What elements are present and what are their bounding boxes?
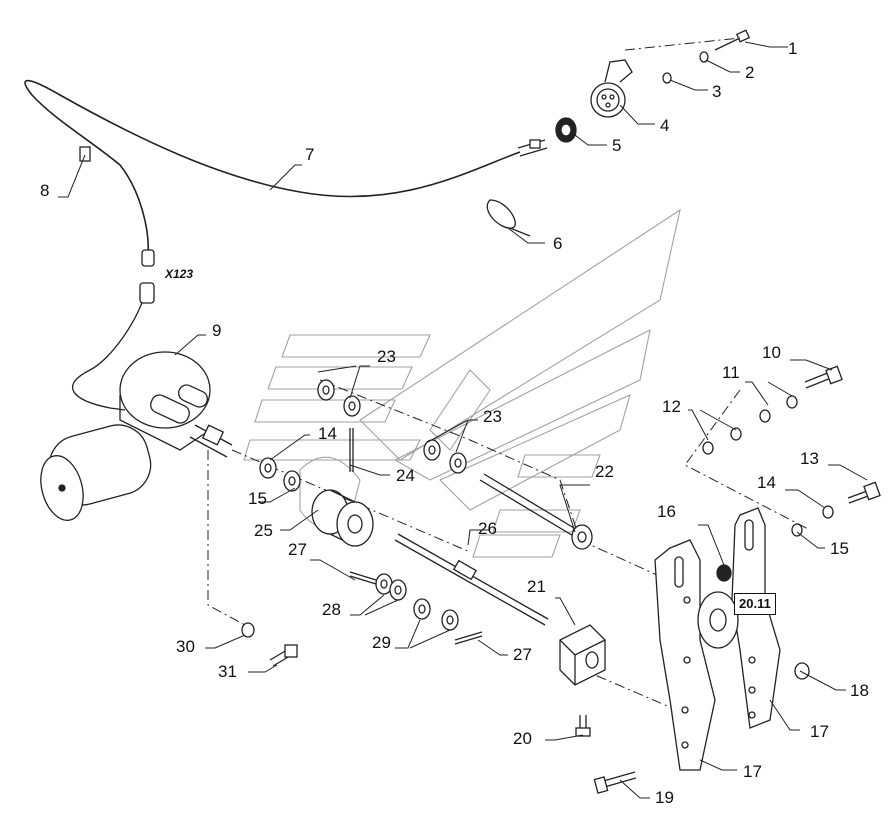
callout-27: 27: [288, 540, 307, 559]
cable-tie: [486, 199, 516, 229]
callout-20: 20: [513, 729, 532, 748]
threaded-block: [559, 624, 606, 686]
callout-28: 28: [322, 600, 341, 619]
callout-16: 16: [657, 502, 676, 521]
rotary-switch: [590, 59, 633, 118]
callout-11: 11: [722, 363, 740, 382]
callout-3: 3: [712, 82, 722, 101]
coupling: [311, 489, 374, 547]
callout-12: 12: [662, 397, 681, 416]
callout-1: 1: [788, 39, 798, 58]
callout-15-right: 15: [830, 539, 849, 558]
callout-27-second: 27: [513, 645, 532, 664]
callout-2: 2: [745, 63, 755, 82]
callout-29: 29: [372, 633, 391, 652]
callout-19: 19: [655, 788, 674, 807]
callout-25: 25: [254, 521, 273, 540]
connector-socket: [141, 249, 155, 267]
callout-15: 15: [248, 489, 267, 508]
callout-13: 13: [800, 449, 819, 468]
callout-26: 26: [478, 519, 497, 538]
wiring-harness: [24, 79, 521, 256]
callout-8: 8: [40, 181, 50, 200]
callout-22: 22: [595, 462, 614, 481]
callout-6: 6: [553, 234, 563, 253]
callout-23-second: 23: [483, 407, 502, 426]
callout-21: 21: [527, 577, 546, 596]
harness-clip: [79, 146, 91, 162]
callout-17: 17: [743, 762, 762, 781]
wiper-motor: [40, 351, 233, 521]
callout-18: 18: [850, 681, 869, 700]
callout-7: 7: [305, 145, 315, 164]
callout-30: 30: [176, 637, 195, 656]
callout-5: 5: [612, 136, 622, 155]
callout-17-right: 17: [810, 722, 829, 741]
connector-label: X123: [165, 267, 194, 281]
reference-box: 20.11: [734, 593, 776, 615]
callout-9: 9: [212, 321, 222, 340]
mounting-bracket: [654, 507, 781, 771]
callout-14: 14: [318, 424, 337, 443]
connector-plug: [139, 282, 155, 304]
watermark-logo: [243, 208, 681, 558]
callout-10: 10: [762, 343, 781, 362]
callout-23: 23: [377, 347, 396, 366]
callout-31: 31: [218, 662, 237, 681]
callout-24: 24: [396, 466, 415, 485]
callout-14-right: 14: [757, 473, 776, 492]
callout-4: 4: [660, 116, 670, 135]
